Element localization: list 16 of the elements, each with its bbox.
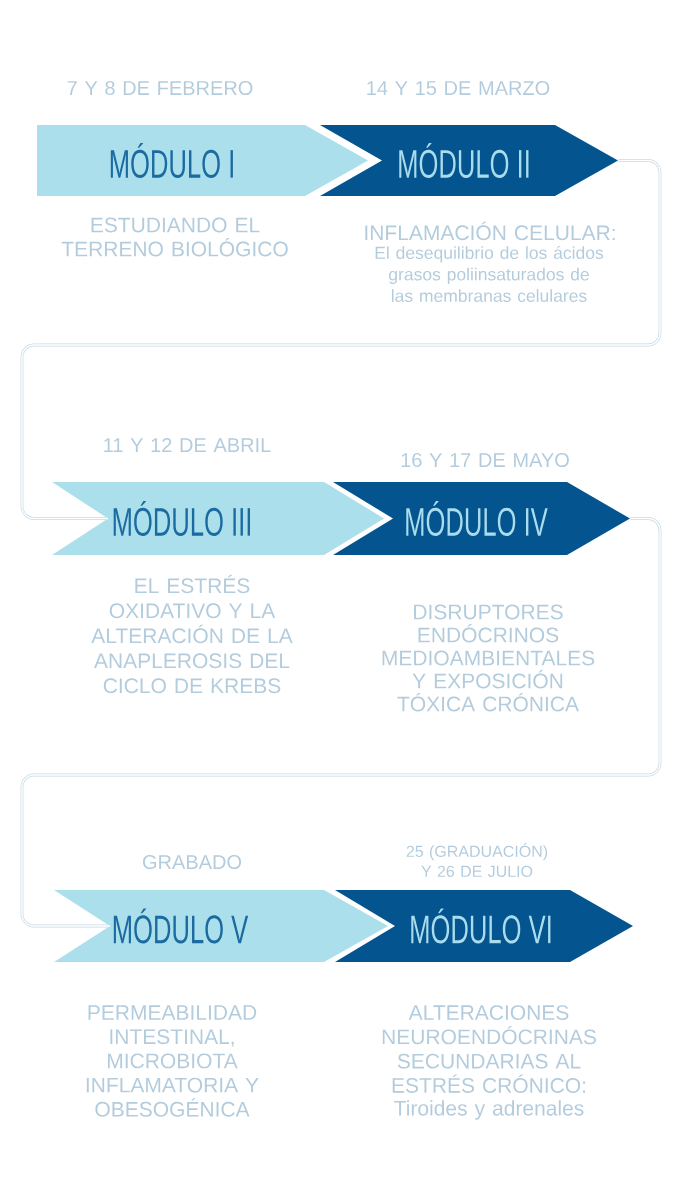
connector-line — [20, 159, 662, 520]
date-label: 11 Y 12 DE ABRIL — [104, 438, 271, 452]
date-label: 7 Y 8 DE FEBRERO — [67, 80, 253, 96]
module-description: Tiroides y adrenales — [394, 1100, 584, 1120]
module-title: ESTUDIANDO EL TERRENO BIOLÓGICO — [61, 217, 288, 257]
module-description: El desequilibrio de los ácidos grasos poliinsaturados de las membranas celulares — [375, 245, 604, 303]
date-label: 25 (GRADUACIÓN) Y 26 DE JULIO — [406, 843, 548, 878]
date-label: 16 Y 17 DE MAYO — [401, 452, 569, 468]
connector-line — [20, 517, 662, 928]
module-title: ALTERACIONES NEUROENDÓCRINAS SECUNDARIAS AL ESTRÉS CRÓNICO: — [382, 1005, 596, 1093]
date-label: 14 Y 15 DE MARZO — [367, 80, 550, 96]
module-title: EL ESTRÉS OXIDATIVO Y LA ALTERACIÓN DE LA ANAPLEROSIS DEL CICLO DE KREBS — [91, 574, 293, 694]
module-title: DISRUPTORES ENDÓCRINOS MEDIOAMBIENTALES Y EXPOSICIÓN TÓXICA CRÓNICA — [382, 604, 595, 712]
note-label: GRABADO — [143, 854, 242, 870]
module-title: PERMEABILIDAD INTESTINAL, MICROBIOTA INFLAMATORIA Y OBESOGÉNICA — [86, 1005, 259, 1117]
module-title: INFLAMACIÓN CELULAR: — [365, 221, 615, 241]
